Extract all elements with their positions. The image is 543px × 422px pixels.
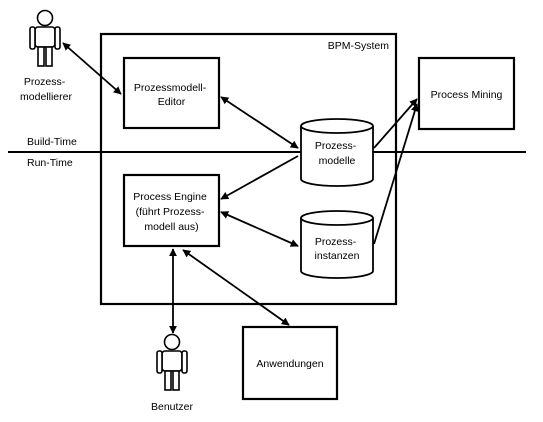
modeling-editor-label: Prozessmodell- Editor <box>134 82 209 108</box>
process-mining-box <box>417 56 516 131</box>
process-models-label-line: Prozess- <box>315 140 357 152</box>
process-instances-label-line: Prozess- <box>315 236 357 248</box>
process-engine-box <box>122 173 221 248</box>
modeler-label: Prozess- modellierer <box>20 76 72 103</box>
modeler-actor-icon <box>29 9 61 67</box>
arrow-process-models-to-process-engine <box>220 155 299 200</box>
process-engine-label-line: (führt Prozess- <box>136 206 205 218</box>
applications-label: Anwendungen <box>256 358 323 370</box>
arrow-process-instances-to-process-engine <box>220 211 299 247</box>
arrow-modeling-editor-to-process-models <box>220 96 299 149</box>
arrow-process-models-to-process-mining <box>373 98 418 149</box>
arrow-process-instances-to-process-mining <box>373 103 419 245</box>
user-label: Benutzer <box>151 401 194 413</box>
process-instances-store: Prozess- instanzen <box>300 210 374 279</box>
modeler-label-line: Prozess- <box>24 76 66 88</box>
user-actor-icon <box>156 333 188 391</box>
modeling-editor-label-line: Editor <box>158 96 186 108</box>
cylinder-rim <box>300 125 374 134</box>
process-models-label: Prozess- modelle <box>315 140 359 167</box>
bpm-system-title: BPM-System <box>328 40 390 52</box>
build-time-label: Build-Time <box>27 136 77 148</box>
process-engine-label-line: modell aus) <box>144 221 198 233</box>
connectors <box>62 42 419 334</box>
process-models-label-line: modelle <box>319 155 356 167</box>
applications-box <box>241 325 339 401</box>
arrow-process-engine-to-applications <box>182 249 290 326</box>
database-cylinder-icon <box>300 210 374 279</box>
database-cylinder-icon <box>300 118 374 187</box>
process-instances-label: Prozess- instanzen <box>315 236 360 262</box>
process-instances-label-line: instanzen <box>315 250 360 262</box>
process-models-store: Prozess- modelle <box>300 118 374 187</box>
modeling-editor-box <box>122 56 221 130</box>
process-engine-label: Process Engine (führt Prozess- modell au… <box>133 191 209 233</box>
process-engine-label-line: Process Engine <box>133 191 207 203</box>
modeling-editor-label-line: Prozessmodell- <box>134 82 207 94</box>
arrow-modeler-to-modeling-editor <box>62 42 122 95</box>
cylinder-rim <box>300 217 374 226</box>
modeler-label-line: modellierer <box>20 91 72 103</box>
run-time-label: Run-Time <box>27 157 73 169</box>
process-mining-label: Process Mining <box>431 89 503 101</box>
